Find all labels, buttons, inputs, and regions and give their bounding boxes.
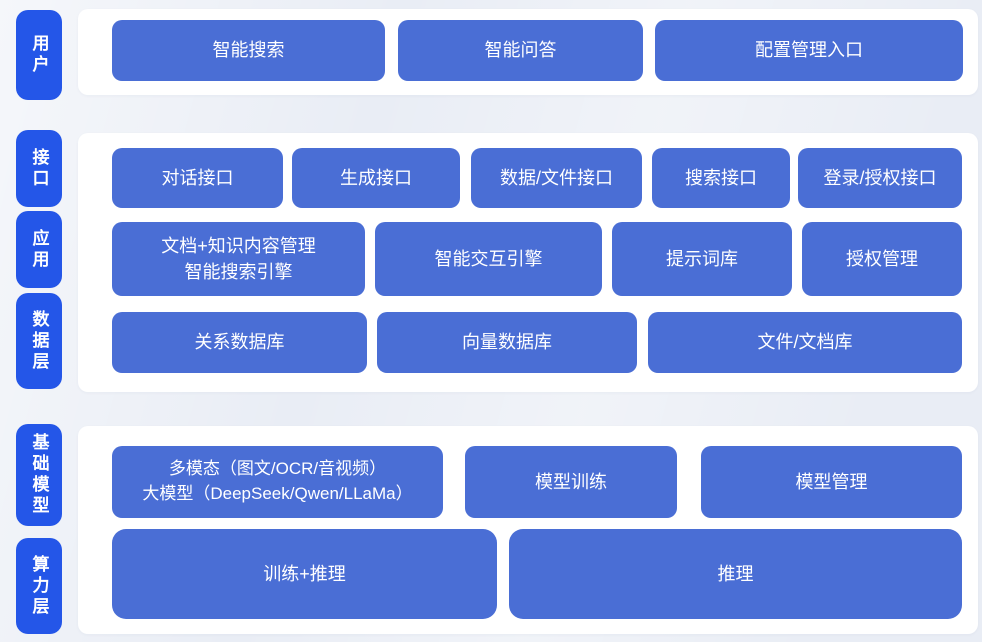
node-model-training: 模型训练 <box>465 446 677 518</box>
node-label: 推理 <box>717 563 754 584</box>
node-generation-api: 生成接口 <box>292 148 460 208</box>
node-label: 模型训练 <box>535 471 607 492</box>
node-label: 智能交互引擎 <box>434 248 543 269</box>
layer-pill-compute-layer: 算力层 <box>16 538 62 634</box>
node-file-document-store: 文件/文档库 <box>648 312 962 373</box>
layer-label: 算力层 <box>29 554 49 618</box>
node-training-plus-inference: 训练+推理 <box>112 529 497 619</box>
node-smart-search: 智能搜索 <box>112 20 385 81</box>
node-relational-database: 关系数据库 <box>112 312 367 373</box>
node-config-management-entry: 配置管理入口 <box>655 20 963 81</box>
node-label: 智能问答 <box>484 40 557 61</box>
node-label: 关系数据库 <box>194 332 285 353</box>
layer-pill-data-layer: 数据层 <box>16 293 62 389</box>
layer-pill-application: 应用 <box>16 211 62 288</box>
node-label: 训练+推理 <box>263 563 346 584</box>
node-label: 提示词库 <box>666 248 738 269</box>
node-doc-knowledge-search-engine: 文档+知识内容管理 智能搜索引擎 <box>112 222 365 296</box>
node-label: 对话接口 <box>161 167 234 188</box>
node-data-file-api: 数据/文件接口 <box>471 148 642 208</box>
layer-label: 接口 <box>29 147 49 190</box>
node-authorization-management: 授权管理 <box>802 222 962 296</box>
node-prompt-library: 提示词库 <box>612 222 792 296</box>
node-label: 数据/文件接口 <box>499 167 613 188</box>
node-dialog-api: 对话接口 <box>112 148 283 208</box>
node-label: 配置管理入口 <box>755 40 863 61</box>
node-label: 文件/文档库 <box>757 332 853 353</box>
node-search-api: 搜索接口 <box>652 148 790 208</box>
node-label: 授权管理 <box>846 248 918 269</box>
layer-pill-user: 用户 <box>16 10 62 100</box>
layer-label: 用户 <box>29 34 49 76</box>
node-vector-database: 向量数据库 <box>377 312 637 373</box>
layer-pill-foundation-model: 基础模型 <box>16 424 62 526</box>
node-label: 模型管理 <box>795 471 868 492</box>
node-label: 智能搜索 <box>212 40 285 61</box>
layer-label: 应用 <box>29 228 49 271</box>
node-label: 多模态（图文/OCR/音视频） 大模型（DeepSeek/Qwen/LLaMa） <box>142 459 413 503</box>
layer-label: 数据层 <box>29 309 49 373</box>
layer-label: 基础模型 <box>29 433 49 517</box>
node-multimodal-large-model: 多模态（图文/OCR/音视频） 大模型（DeepSeek/Qwen/LLaMa） <box>112 446 443 518</box>
node-label: 向量数据库 <box>462 332 552 353</box>
node-label: 搜索接口 <box>685 167 757 188</box>
node-label: 登录/授权接口 <box>823 167 937 188</box>
node-smart-qa: 智能问答 <box>398 20 643 81</box>
node-inference: 推理 <box>509 529 962 619</box>
node-login-auth-api: 登录/授权接口 <box>798 148 962 208</box>
node-model-management: 模型管理 <box>701 446 962 518</box>
node-label: 生成接口 <box>340 167 412 188</box>
layer-pill-interface: 接口 <box>16 130 62 207</box>
node-smart-interaction-engine: 智能交互引擎 <box>375 222 602 296</box>
node-label: 文档+知识内容管理 智能搜索引擎 <box>161 235 316 282</box>
